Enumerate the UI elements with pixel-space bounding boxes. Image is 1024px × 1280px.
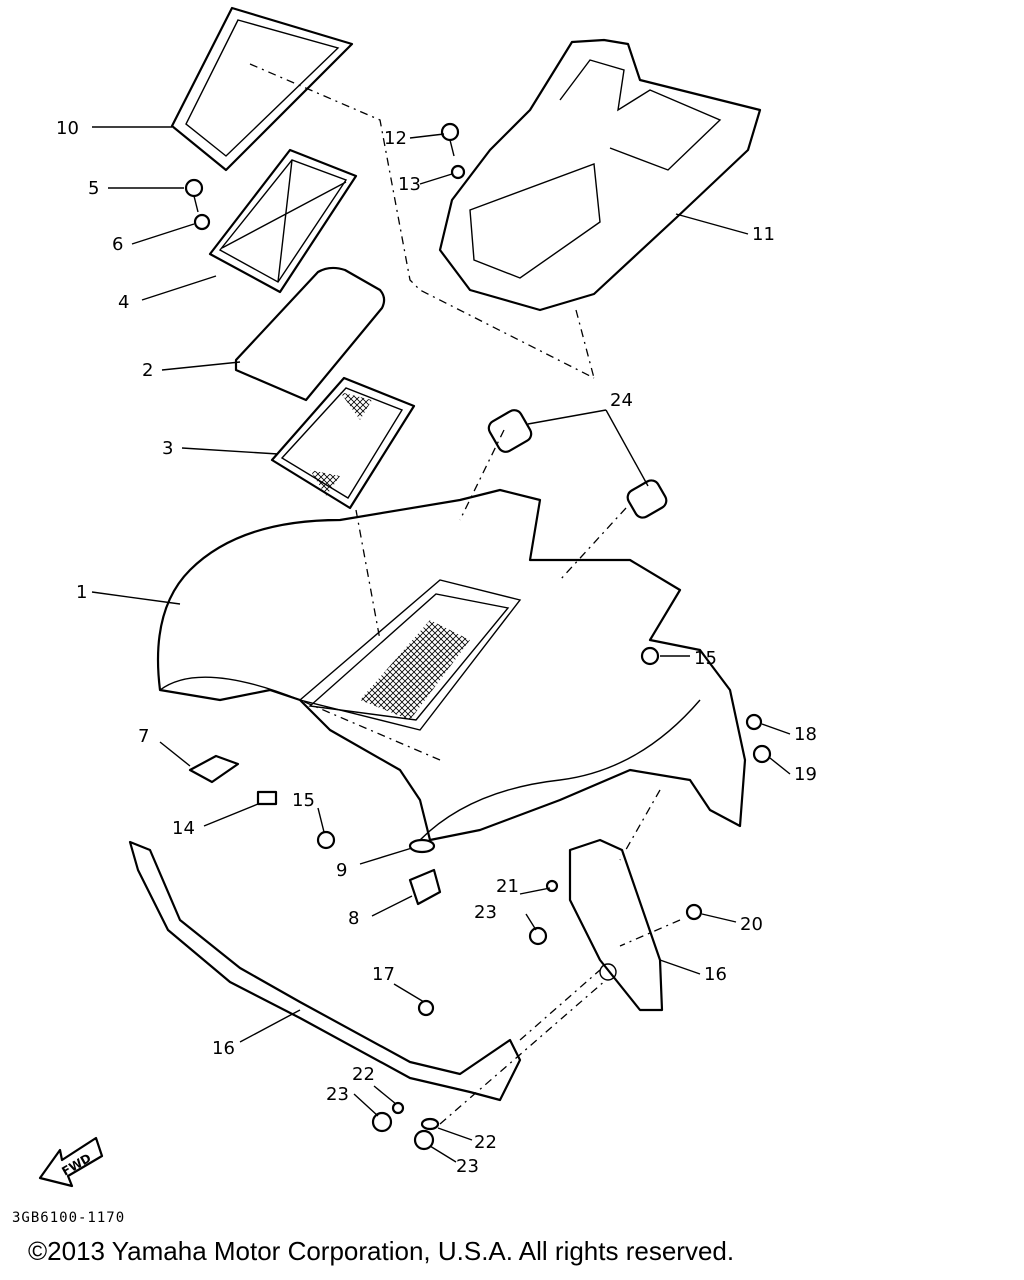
callout-15-right: 15 — [694, 648, 717, 669]
callout-13: 13 — [398, 174, 421, 195]
callout-5: 5 — [88, 178, 99, 199]
callout-10: 10 — [56, 118, 79, 139]
callout-8: 8 — [348, 908, 359, 929]
callout-14: 14 — [172, 818, 195, 839]
callout-4: 4 — [118, 292, 129, 313]
hardware — [184, 122, 772, 1151]
assembly-lines — [249, 63, 681, 1125]
callout-23-right: 23 — [456, 1156, 479, 1177]
callout-3: 3 — [162, 438, 173, 459]
part-11-rear-cover — [438, 38, 762, 312]
callout-22-low: 22 — [352, 1064, 375, 1085]
callout-15-left: 15 — [292, 790, 315, 811]
callout-12: 12 — [384, 128, 407, 149]
part-17-bar — [128, 840, 522, 1102]
part-1-fender — [156, 488, 747, 842]
callout-9: 9 — [336, 860, 347, 881]
callout-numbers: 10 5 6 4 2 3 1 7 14 15 9 8 12 13 11 24 1… — [56, 118, 817, 1177]
leader-lines — [91, 126, 791, 1163]
part-10-gasket — [170, 6, 354, 172]
callout-2: 2 — [142, 360, 153, 381]
fwd-arrow-icon: FWD — [38, 1136, 104, 1188]
copyright-notice: ©2013 Yamaha Motor Corporation, U.S.A. A… — [28, 1236, 735, 1266]
callout-16: 16 — [704, 964, 727, 985]
part-2-pad — [234, 266, 386, 402]
callout-6: 6 — [112, 234, 123, 255]
callout-23-low: 23 — [326, 1084, 349, 1105]
diagram-code: 3GB6100-1170 — [12, 1210, 126, 1226]
part-24-grommets — [487, 409, 668, 519]
part-4-lid-frame — [208, 148, 358, 294]
callout-7: 7 — [138, 726, 149, 747]
callout-20: 19 — [794, 764, 817, 785]
callout-21: 20 — [740, 914, 763, 935]
callout-19: 18 — [794, 724, 817, 745]
callout-22-mid: 21 — [496, 876, 519, 897]
callout-22-right: 22 — [474, 1132, 497, 1153]
callout-23-mid: 23 — [474, 902, 497, 923]
part-3-mesh — [270, 376, 416, 510]
callout-1: 1 — [76, 582, 87, 603]
callout-17: 16 — [212, 1038, 235, 1059]
callout-24: 24 — [610, 390, 633, 411]
callout-11: 11 — [752, 224, 775, 245]
callout-18: 17 — [372, 964, 395, 985]
part-16-mud-flap — [568, 838, 664, 1012]
